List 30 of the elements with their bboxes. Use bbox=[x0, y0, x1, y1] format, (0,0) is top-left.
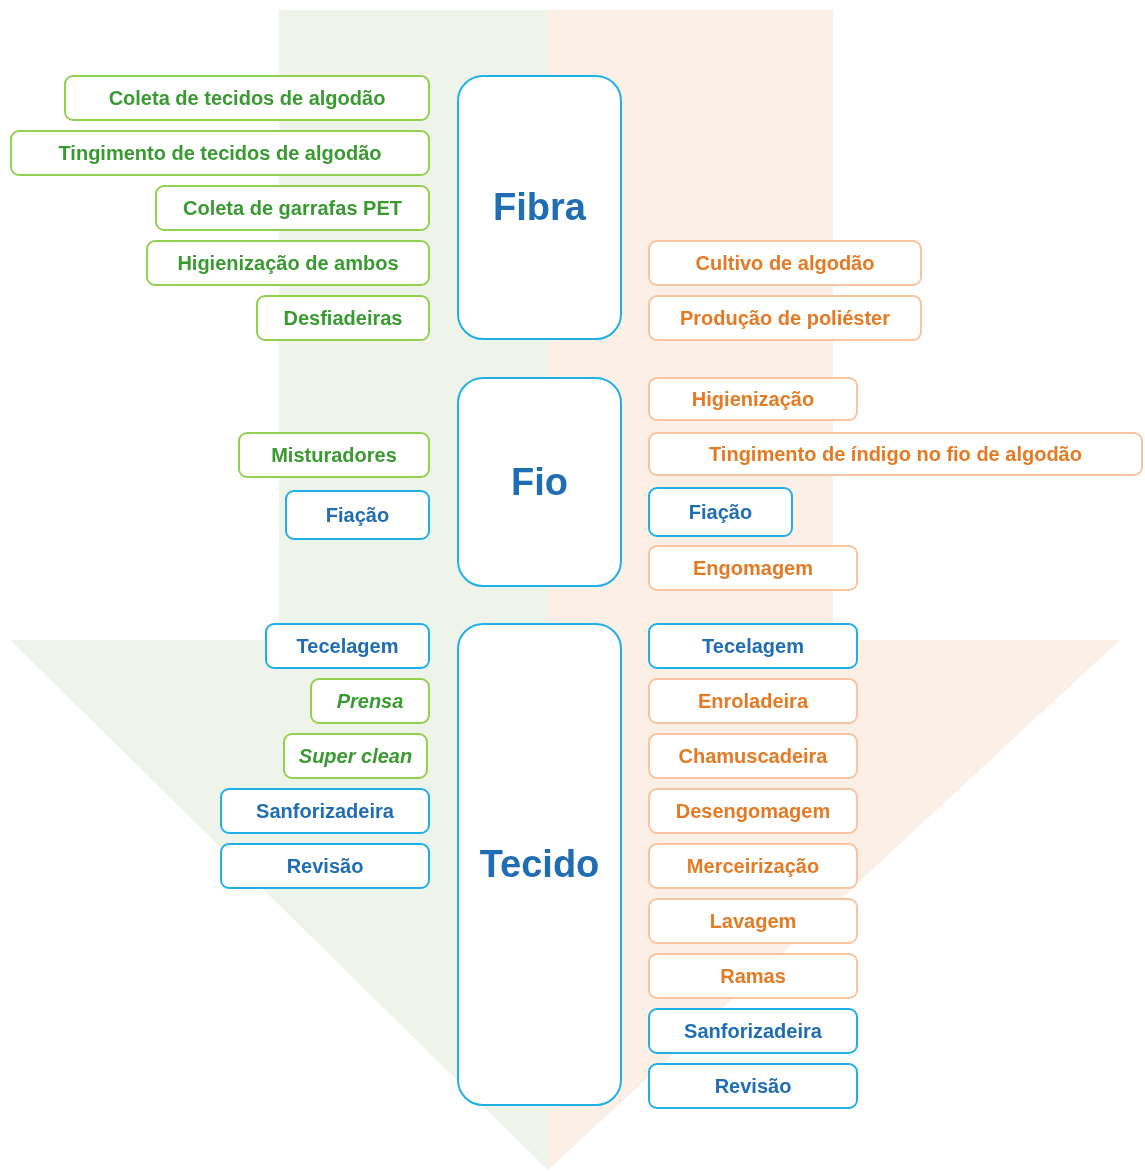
process-box: Prensa bbox=[310, 678, 430, 724]
stage-box: Fio bbox=[457, 377, 622, 587]
process-box: Enroladeira bbox=[648, 678, 858, 724]
process-box: Sanforizadeira bbox=[648, 1008, 858, 1054]
process-box: Lavagem bbox=[648, 898, 858, 944]
process-box: Fiação bbox=[285, 490, 430, 540]
process-box: Coleta de tecidos de algodão bbox=[64, 75, 430, 121]
stage-box: Tecido bbox=[457, 623, 622, 1106]
process-box: Revisão bbox=[648, 1063, 858, 1109]
process-box: Fiação bbox=[648, 487, 793, 537]
process-box: Coleta de garrafas PET bbox=[155, 185, 430, 231]
process-box: Cultivo de algodão bbox=[648, 240, 922, 286]
process-box: Sanforizadeira bbox=[220, 788, 430, 834]
process-box: Desfiadeiras bbox=[256, 295, 430, 341]
process-box: Super clean bbox=[283, 733, 428, 779]
process-box: Higienização de ambos bbox=[146, 240, 430, 286]
process-box: Tecelagem bbox=[648, 623, 858, 669]
process-box: Merceirização bbox=[648, 843, 858, 889]
process-box: Tecelagem bbox=[265, 623, 430, 669]
process-box: Revisão bbox=[220, 843, 430, 889]
process-box: Ramas bbox=[648, 953, 858, 999]
process-box: Chamuscadeira bbox=[648, 733, 858, 779]
process-box: Higienização bbox=[648, 377, 858, 421]
process-box: Desengomagem bbox=[648, 788, 858, 834]
process-box: Produção de poliéster bbox=[648, 295, 922, 341]
process-box: Misturadores bbox=[238, 432, 430, 478]
process-box: Engomagem bbox=[648, 545, 858, 591]
process-box: Tingimento de índigo no fio de algodão bbox=[648, 432, 1143, 476]
stage-box: Fibra bbox=[457, 75, 622, 340]
process-box: Tingimento de tecidos de algodão bbox=[10, 130, 430, 176]
